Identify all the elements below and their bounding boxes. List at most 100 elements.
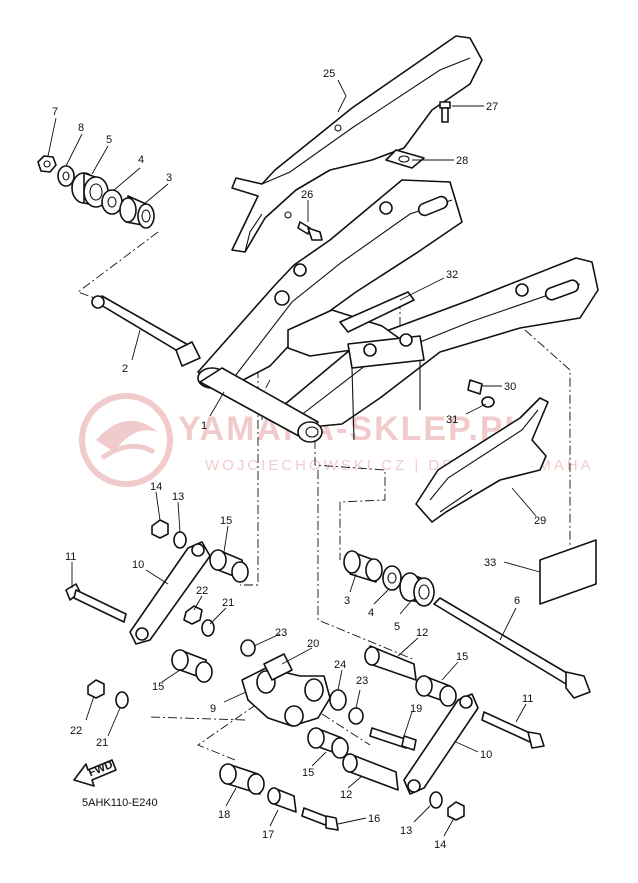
callout-22-mid: 22 — [196, 585, 208, 597]
collar-24 — [329, 689, 347, 711]
callout-31: 31 — [446, 414, 458, 426]
nut-14-right — [447, 801, 465, 821]
bolt-27 — [439, 101, 451, 123]
washer-4-upper — [101, 189, 123, 215]
collar-15-bottom — [307, 727, 349, 759]
callout-numbers: 7 8 5 4 3 2 1 25 27 28 26 32 30 31 29 33… — [52, 68, 546, 851]
relay-arm-9 — [241, 667, 331, 727]
callout-15-upper: 15 — [220, 515, 232, 527]
callout-4-lower: 4 — [368, 607, 374, 619]
callout-9: 9 — [210, 703, 216, 715]
callout-13-left: 13 — [172, 491, 184, 503]
callout-10-right: 10 — [480, 749, 492, 761]
fwd-arrow: FWD — [73, 759, 117, 787]
oil-seal-5-lower — [399, 572, 435, 607]
connecting-rod-10-left — [129, 541, 211, 645]
callout-12-upper: 12 — [416, 627, 428, 639]
callout-14-left: 14 — [150, 481, 162, 493]
callout-4-upper: 4 — [138, 154, 144, 166]
callout-8: 8 — [78, 122, 84, 134]
connecting-rod-10-right — [403, 693, 479, 795]
collar-15-lower — [171, 649, 213, 683]
callout-1: 1 — [201, 420, 207, 432]
callout-33: 33 — [484, 557, 496, 569]
washer-13-right — [429, 791, 443, 809]
callout-23-right: 23 — [356, 675, 368, 687]
callout-7: 7 — [52, 106, 58, 118]
diagram-code: 5AHK110-E240 — [82, 797, 158, 809]
callout-19: 19 — [410, 703, 422, 715]
callout-21-mid: 21 — [222, 597, 234, 609]
bolt-19 — [369, 727, 417, 751]
chain-slider — [415, 397, 549, 523]
callout-5-upper: 5 — [106, 134, 112, 146]
callout-26: 26 — [301, 189, 313, 201]
callout-2: 2 — [122, 363, 128, 375]
nut-22-mid — [183, 605, 203, 625]
collar-12-lower — [342, 753, 399, 791]
callout-14-right: 14 — [434, 839, 446, 851]
collar-15-upper — [209, 549, 249, 583]
collar-18 — [219, 763, 265, 795]
callout-17: 17 — [262, 829, 274, 841]
callout-32: 32 — [446, 269, 458, 281]
bolt-11-left — [65, 583, 127, 623]
nut-14-left — [151, 519, 169, 539]
callout-28: 28 — [456, 155, 468, 167]
washer-8 — [57, 165, 75, 187]
callout-16: 16 — [368, 813, 380, 825]
callout-13-right: 13 — [400, 825, 412, 837]
washer-21-mid — [201, 619, 215, 637]
chain-guard — [231, 35, 483, 253]
bolt-16 — [301, 807, 339, 831]
callout-30: 30 — [504, 381, 516, 393]
nut-22-left — [87, 679, 105, 699]
callout-3-lower: 3 — [344, 595, 350, 607]
callout-29: 29 — [534, 515, 546, 527]
pivot-shaft-2 — [91, 295, 201, 367]
watermark-logo-ring — [79, 393, 173, 487]
callout-11-right: 11 — [522, 693, 533, 705]
collar-20 — [263, 653, 293, 681]
collar-17 — [267, 787, 297, 813]
callout-22-left: 22 — [70, 725, 82, 737]
callout-3-upper: 3 — [166, 172, 172, 184]
callout-21-left: 21 — [96, 737, 108, 749]
watermark-logo-mark — [96, 420, 158, 452]
swing-arm — [197, 179, 599, 443]
washer-23-mid — [240, 639, 256, 657]
callout-18: 18 — [218, 809, 230, 821]
bracket-28 — [385, 149, 425, 169]
bearing-3-upper — [119, 195, 155, 229]
washer-4-lower — [382, 565, 402, 591]
callout-11-left: 11 — [65, 551, 76, 563]
washer-21-left — [115, 691, 129, 709]
bolt-11-right — [481, 711, 545, 749]
callout-5-lower: 5 — [394, 621, 400, 633]
callout-25: 25 — [323, 68, 335, 80]
bolt-30 — [467, 379, 483, 395]
collar-15-right — [415, 675, 457, 707]
collar-12-upper — [364, 645, 417, 681]
bracket-32 — [339, 291, 415, 333]
leader-lines — [47, 79, 541, 837]
bearing-3-lower — [343, 550, 383, 583]
bolt-26 — [297, 221, 323, 241]
callout-27: 27 — [486, 101, 498, 113]
callout-15-bottom: 15 — [302, 767, 314, 779]
washer-23-right — [348, 707, 364, 725]
watermark: YAMAHA-SKLEP.PL WOJCIECHOWSKI.CZ | DEALE… — [79, 393, 591, 487]
washer-13-left — [173, 531, 187, 549]
shaft-6 — [433, 597, 591, 699]
callout-15-lower: 15 — [152, 681, 164, 693]
callout-10-left: 10 — [132, 559, 144, 571]
label-33 — [539, 539, 597, 605]
callout-6: 6 — [514, 595, 520, 607]
callout-20: 20 — [307, 638, 319, 650]
callout-12-lower: 12 — [340, 789, 352, 801]
callout-24: 24 — [334, 659, 346, 671]
callout-23-mid: 23 — [275, 627, 287, 639]
callout-15-right: 15 — [456, 651, 468, 663]
